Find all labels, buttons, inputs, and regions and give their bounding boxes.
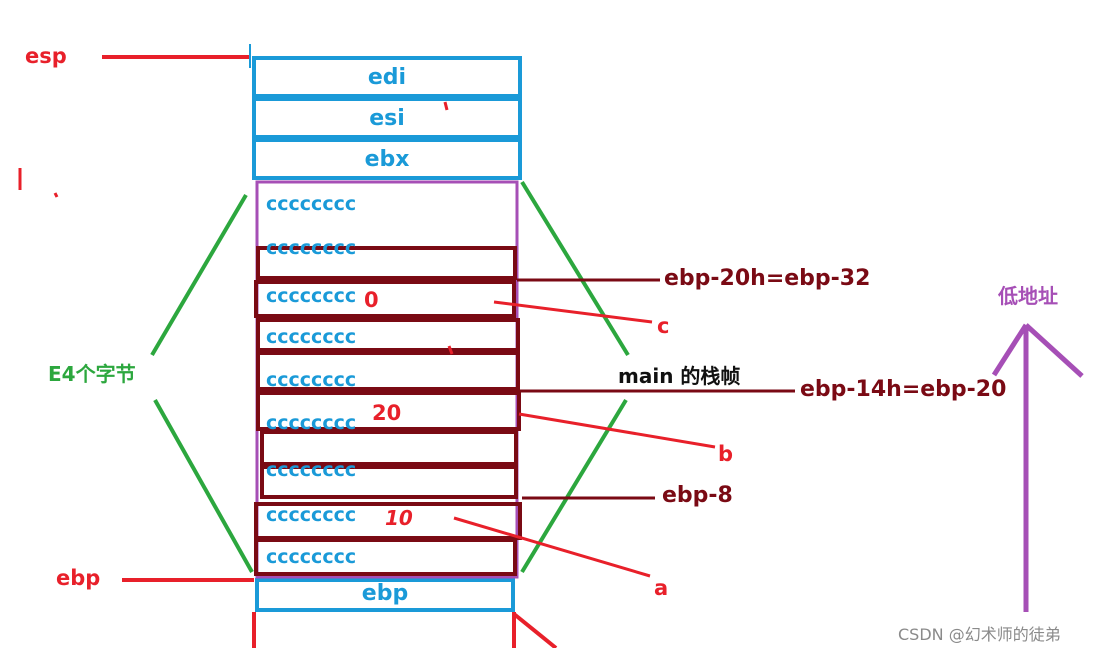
ebp-box-label: ebp [361,581,409,606]
cell-4: cccccccc [266,326,357,348]
b-value: 20 [372,401,402,425]
ebp-pointer-label: ebp [56,566,101,590]
cell-2: cccccccc [266,237,357,259]
cell-box-4 [256,351,520,391]
cell-box-5 [256,391,521,431]
b-offset-label: ebp-14h=ebp-20 [800,377,1007,402]
pointer-arrows [102,44,558,648]
dark-cell-boxes [254,246,522,576]
variable-a-label: a [654,576,669,600]
ebp-box [255,578,515,612]
low-address-arrow [991,323,1084,612]
edi-label: edi [367,65,407,90]
variable-c-label: c [657,314,670,338]
cell-9: cccccccc [266,546,357,568]
cell-3: cccccccc [266,285,357,307]
low-address-label: 低地址 [998,284,1058,308]
cell-box-6 [260,430,518,466]
c-offset-label: ebp-20h=ebp-32 [664,266,871,291]
edi-box [252,56,522,98]
c-value: 0 [364,288,379,312]
a-offset-label: ebp-8 [662,483,733,508]
cell-7: cccccccc [266,459,357,481]
stray-marks [18,101,454,355]
cell-box-7 [260,465,518,499]
cell-box-2 [254,280,516,318]
ebx-label: ebx [364,147,410,172]
variable-b-label: b [718,442,734,466]
frame-name-label: main 的栈帧 [618,364,741,388]
watermark: CSDN @幻术师的徒弟 [898,625,1061,644]
frame-size-label: E4个字节 [48,362,136,386]
cell-8: cccccccc [266,504,357,526]
cell-1: cccccccc [266,193,357,215]
variable-lines [453,300,716,578]
cell-5: cccccccc [266,369,357,391]
esi-label: esi [369,106,405,131]
cell-6: cccccccc [266,412,357,434]
a-value: 10 [385,506,413,530]
offset-lines [517,278,795,500]
ebx-box [252,138,522,180]
cell-box-3 [256,318,520,352]
cell-box-9 [254,538,517,576]
esi-box [252,97,522,139]
esp-label: esp [25,44,67,68]
cell-box-1 [256,246,517,280]
